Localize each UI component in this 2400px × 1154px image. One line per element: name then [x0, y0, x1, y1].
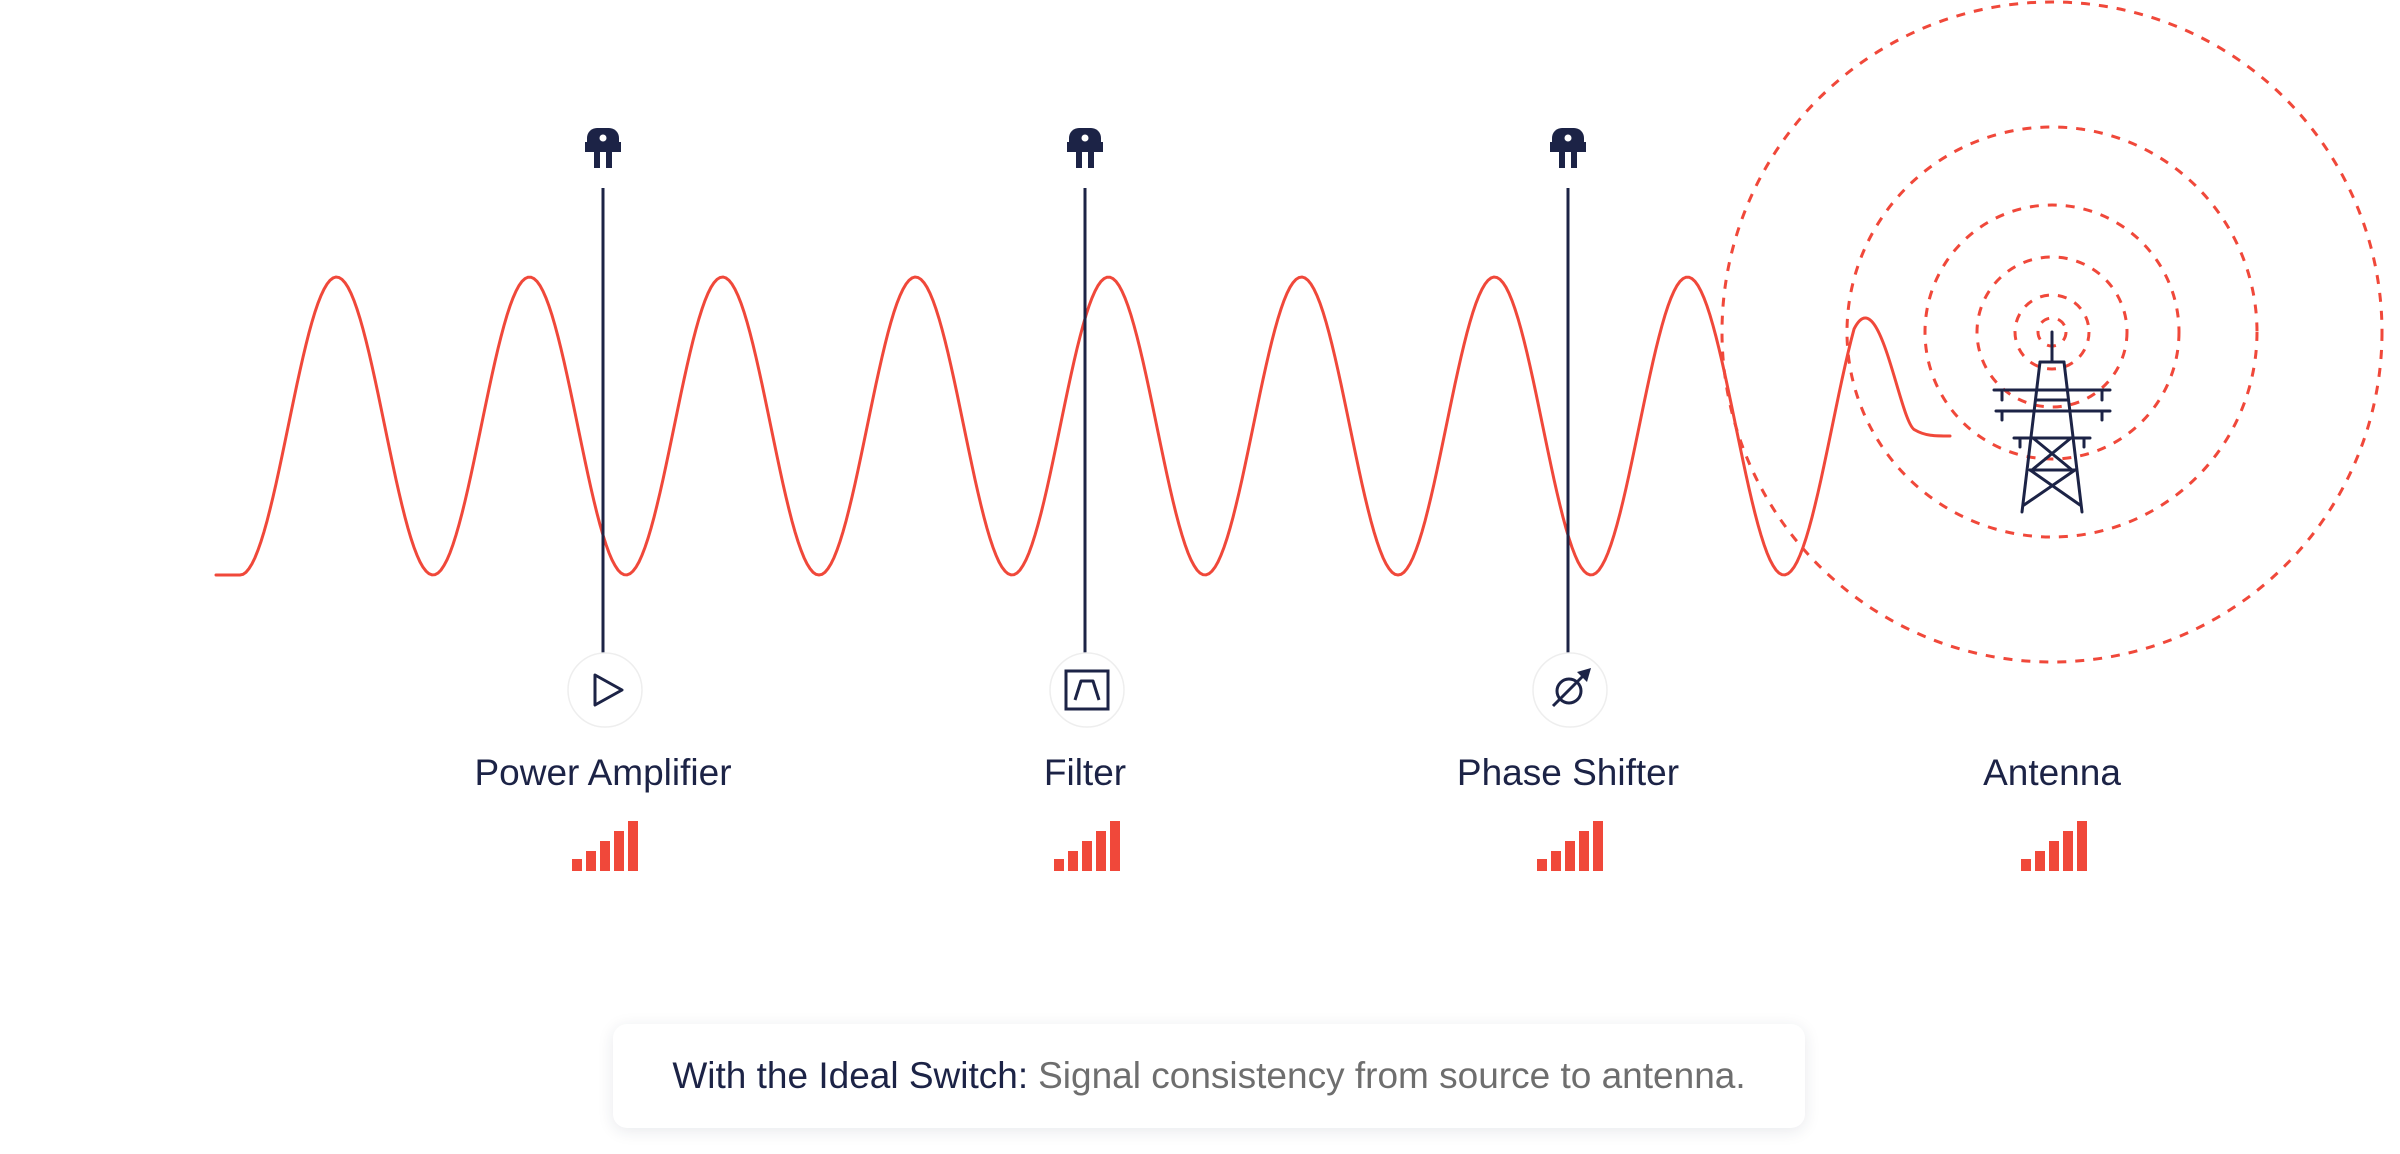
signal-bar — [2021, 859, 2031, 871]
stage-label-phase-shifter: Phase Shifter — [1456, 752, 1680, 793]
radio-wave-ring — [2013, 293, 2091, 371]
connector-hole — [1564, 134, 1572, 142]
phase-shifter-icon — [1551, 668, 1591, 708]
switch-probe — [567, 128, 643, 728]
play-triangle-icon — [593, 673, 624, 707]
connector-hole — [599, 134, 607, 142]
filter-curve — [1073, 679, 1101, 701]
connector-pin — [606, 150, 612, 168]
signal-bar — [1579, 831, 1589, 871]
phase-arrow-shaft — [1551, 671, 1588, 708]
signal-strength-meters — [572, 821, 2087, 871]
radio-wave-ring — [1845, 125, 2259, 539]
connector-pin — [594, 150, 600, 168]
connector-base — [1550, 142, 1586, 152]
filter-frame — [1064, 669, 1110, 711]
connector-pin — [1559, 150, 1565, 168]
signal-strength-meter-phase-shifter — [1537, 821, 1603, 871]
switch-probes — [567, 128, 1608, 728]
signal-bar — [1096, 831, 1106, 871]
connector-pin — [1571, 150, 1577, 168]
tower-brace — [2022, 468, 2077, 507]
switch-connector-icon — [1067, 128, 1103, 168]
signal-waveform — [214, 275, 1952, 577]
switch-connector-icon — [1550, 128, 1586, 168]
switch-probe — [1532, 128, 1608, 728]
signal-bar — [1082, 841, 1092, 871]
caption-text: Signal consistency from source to antenn… — [1038, 1055, 1746, 1096]
signal-bar — [2035, 851, 2045, 871]
stage-icon-circle — [1049, 652, 1125, 728]
caption-box: With the Ideal Switch: Signal consistenc… — [613, 1024, 1805, 1128]
caption-lead: With the Ideal Switch: — [672, 1055, 1029, 1096]
signal-bar — [1551, 851, 1561, 871]
stage-label-antenna: Antenna — [1983, 752, 2121, 793]
transmission-tower-icon — [1992, 330, 2112, 514]
radio-wave-ring — [1975, 255, 2129, 409]
signal-bar — [2077, 821, 2087, 871]
signal-bar — [572, 859, 582, 871]
tower-brace — [2028, 468, 2082, 507]
signal-bar — [1537, 859, 1547, 871]
signal-bar — [586, 851, 596, 871]
stage-label-power-amplifier: Power Amplifier — [474, 752, 732, 793]
signal-strength-meter-power-amplifier — [572, 821, 638, 871]
connector-pin — [1088, 150, 1094, 168]
signal-strength-meter-antenna — [2021, 821, 2087, 871]
signal-bar — [1068, 851, 1078, 871]
phase-circle — [1555, 677, 1583, 705]
signal-bar — [1054, 859, 1064, 871]
bandpass-filter-icon — [1064, 669, 1110, 711]
radio-wave-ring — [1923, 203, 2181, 461]
signal-bar — [2063, 831, 2073, 871]
signal-bar — [1110, 821, 1120, 871]
stage-icon-circle — [567, 652, 643, 728]
signal-bar — [1565, 841, 1575, 871]
connector-hole — [1081, 134, 1089, 142]
connector-pin — [1076, 150, 1082, 168]
radio-wave-ring — [1720, 0, 2384, 664]
connector-base — [585, 142, 621, 152]
signal-bar — [1593, 821, 1603, 871]
switch-probe — [1049, 128, 1125, 728]
signal-bar — [628, 821, 638, 871]
signal-bar — [2049, 841, 2059, 871]
signal-bar — [614, 831, 624, 871]
switch-connector-icon — [585, 128, 621, 168]
tower-brace — [2030, 436, 2073, 472]
connector-base — [1067, 142, 1103, 152]
phase-arrow-head — [1577, 668, 1591, 682]
signal-bar — [600, 841, 610, 871]
radio-wave-rings — [1720, 0, 2384, 664]
signal-strength-meter-filter — [1054, 821, 1120, 871]
stage-label-filter: Filter — [1043, 752, 1127, 793]
